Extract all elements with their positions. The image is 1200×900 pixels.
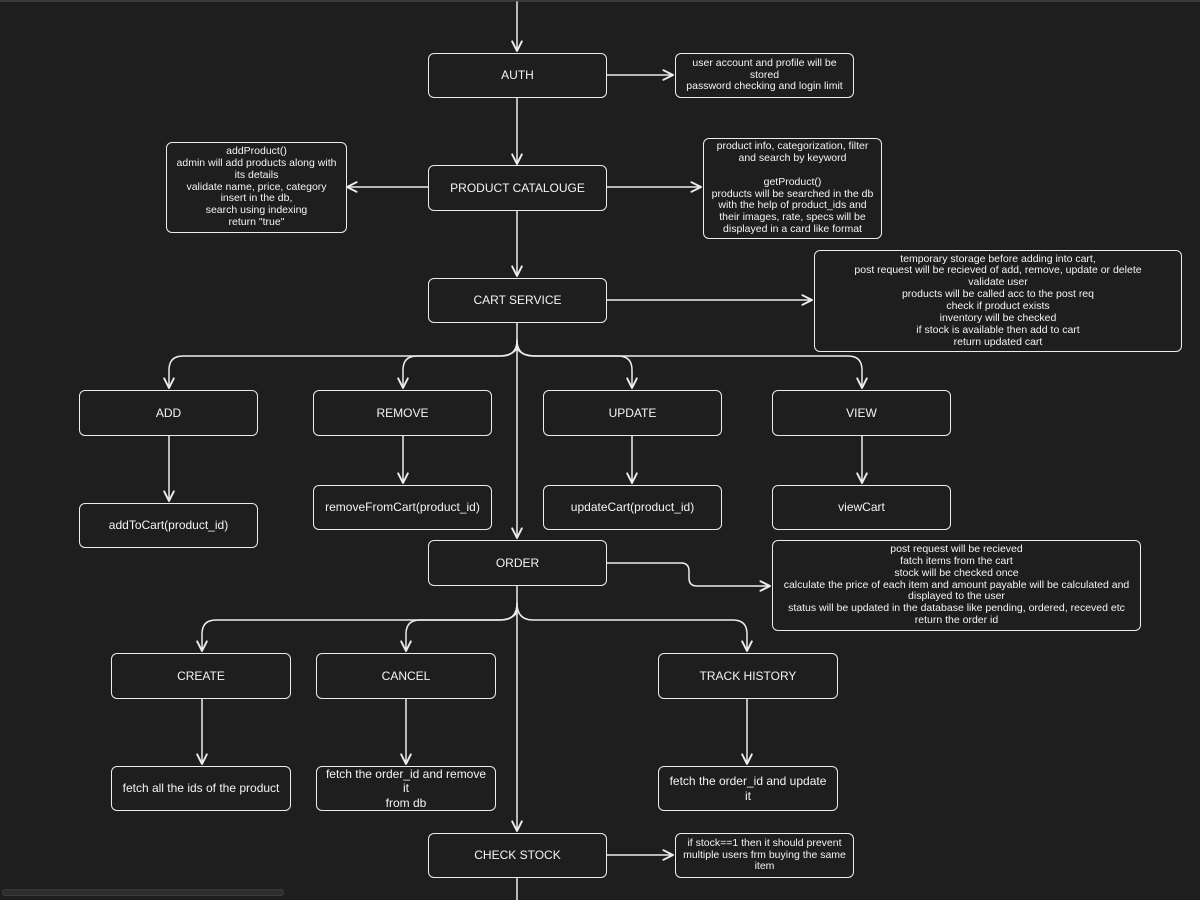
- order-note: post request will be recieved fatch item…: [772, 540, 1141, 631]
- track-fetch-node[interactable]: fetch the order_id and update it: [658, 766, 838, 811]
- cart-service-node[interactable]: CART SERVICE: [428, 278, 607, 323]
- track-history-node[interactable]: TRACK HISTORY: [658, 653, 838, 699]
- arrow-order-to-note: [606, 562, 771, 592]
- cart-service-note: temporary storage before adding into car…: [814, 250, 1182, 352]
- cancel-fetch-node[interactable]: fetch the order_id and remove it from db: [316, 766, 496, 811]
- auth-node[interactable]: AUTH: [428, 53, 607, 98]
- horizontal-scrollbar[interactable]: [2, 889, 284, 896]
- branch-order-to-cancel: [400, 611, 518, 652]
- remove-from-cart-node[interactable]: removeFromCart(product_id): [313, 485, 492, 530]
- add-product-note: addProduct() admin will add products alo…: [166, 142, 347, 233]
- add-to-cart-node[interactable]: addToCart(product_id): [79, 503, 258, 548]
- branch-order-to-create: [196, 602, 518, 652]
- check-stock-node[interactable]: CHECK STOCK: [428, 833, 607, 878]
- branch-cart-to-add: [163, 339, 518, 389]
- order-node[interactable]: ORDER: [428, 540, 607, 586]
- create-fetch-node[interactable]: fetch all the ids of the product: [111, 766, 291, 811]
- check-stock-note: if stock==1 then it should prevent multi…: [675, 833, 854, 878]
- cancel-node[interactable]: CANCEL: [316, 653, 496, 699]
- branch-cart-to-view: [516, 339, 868, 389]
- canvas-top-edge: [0, 0, 1200, 2]
- view-cart-node[interactable]: viewCart: [772, 485, 951, 530]
- get-product-note: product info, categorization, filter and…: [703, 138, 882, 239]
- branch-cart-to-update: [516, 347, 638, 389]
- add-node[interactable]: ADD: [79, 390, 258, 436]
- update-node[interactable]: UPDATE: [543, 390, 722, 436]
- remove-node[interactable]: REMOVE: [313, 390, 492, 436]
- branch-cart-to-remove: [397, 347, 518, 389]
- update-cart-node[interactable]: updateCart(product_id): [543, 485, 722, 530]
- branch-order-to-track: [516, 602, 753, 652]
- view-node[interactable]: VIEW: [772, 390, 951, 436]
- create-node[interactable]: CREATE: [111, 653, 291, 699]
- auth-note: user account and profile will be stored …: [675, 53, 854, 98]
- product-catalogue-node[interactable]: PRODUCT CATALOUGE: [428, 165, 607, 211]
